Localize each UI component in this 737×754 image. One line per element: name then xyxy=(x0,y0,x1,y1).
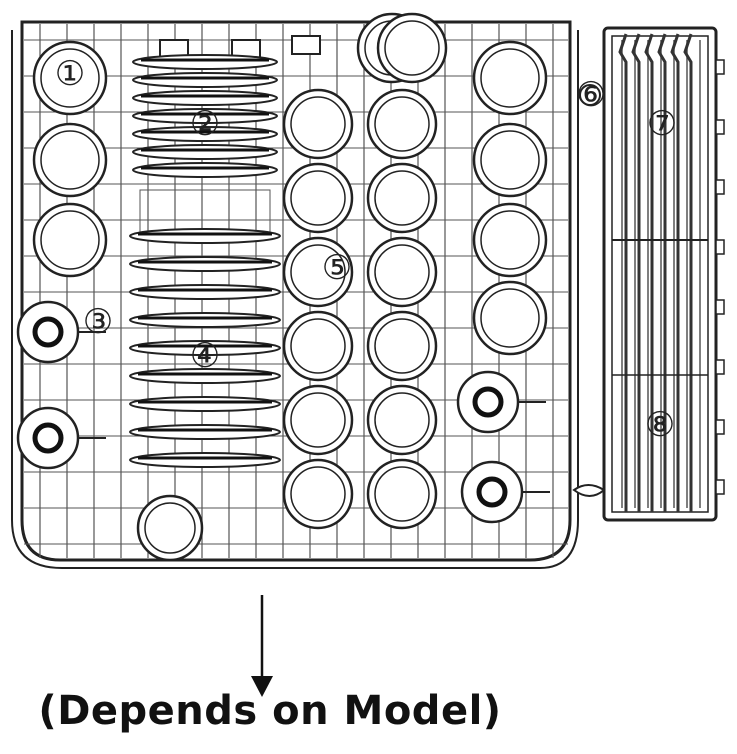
bowl-inner xyxy=(290,392,346,448)
cup xyxy=(32,202,108,278)
rack-clip xyxy=(291,35,321,55)
large-plate xyxy=(129,312,281,328)
lower-rack xyxy=(11,12,579,569)
label-4-large-plates: ④ xyxy=(189,336,221,376)
cutlery-piece xyxy=(631,33,641,512)
bowl xyxy=(366,88,438,160)
rack-frame xyxy=(20,20,572,562)
cutlery-piece xyxy=(618,33,628,512)
large-plate xyxy=(129,228,281,244)
cup-inner xyxy=(144,502,196,554)
label-5-bowls: ⑤ xyxy=(321,248,353,288)
cup xyxy=(32,40,108,116)
bowl xyxy=(366,236,438,308)
label-6-basket-handle: ⑥ xyxy=(575,75,607,115)
cup-inner xyxy=(480,130,540,190)
cup xyxy=(472,202,548,278)
mug-opening xyxy=(476,476,508,508)
cutlery-piece xyxy=(644,33,654,512)
cup-inner xyxy=(40,130,100,190)
label-7-cutlery-top: ⑦ xyxy=(646,104,678,144)
bowl-inner xyxy=(290,96,346,152)
bowl xyxy=(366,162,438,234)
mug-opening xyxy=(32,422,64,454)
bowl xyxy=(282,310,354,382)
large-plate xyxy=(129,256,281,272)
bowl xyxy=(282,88,354,160)
cutlery-piece xyxy=(657,33,667,512)
bowl-inner xyxy=(374,96,430,152)
cup xyxy=(472,122,548,198)
plate xyxy=(132,54,278,70)
label-2-plates: ② xyxy=(189,104,221,144)
basket-tab xyxy=(715,479,725,495)
cup-inner xyxy=(480,48,540,108)
label-1-cups-glasses: ① xyxy=(54,54,86,94)
basket-tab xyxy=(715,359,725,375)
basket-tab xyxy=(715,239,725,255)
bowl-inner xyxy=(290,244,346,300)
mug-opening xyxy=(472,386,504,418)
basket-handle xyxy=(579,84,601,106)
basket-tab xyxy=(715,119,725,135)
large-plate xyxy=(129,284,281,300)
basket-tab xyxy=(715,419,725,435)
basket-foot xyxy=(572,484,606,497)
large-plate xyxy=(129,424,281,440)
basket-inner xyxy=(611,35,709,513)
label-8-cutlery-bottom: ⑧ xyxy=(644,405,676,445)
cup-inner xyxy=(40,48,100,108)
mug-opening xyxy=(32,316,64,348)
bowl xyxy=(376,12,448,84)
bowl xyxy=(282,384,354,456)
model-note-caption: (Depends on Model) xyxy=(38,688,502,734)
large-plate xyxy=(129,452,281,468)
cup-inner xyxy=(40,210,100,270)
basket-tab xyxy=(715,59,725,75)
rack-outer-frame xyxy=(11,30,579,569)
bowl-inner xyxy=(374,170,430,226)
plate xyxy=(132,72,278,88)
bowl xyxy=(366,458,438,530)
cup xyxy=(472,40,548,116)
label-3-small-items: ③ xyxy=(82,302,114,342)
bowl-inner xyxy=(384,20,440,76)
bowl-inner xyxy=(374,318,430,374)
bowl-inner xyxy=(290,466,346,522)
basket-tab xyxy=(715,299,725,315)
cutlery-piece xyxy=(683,33,693,512)
basket-tab xyxy=(715,179,725,195)
cup xyxy=(32,122,108,198)
cutlery-piece xyxy=(670,33,680,512)
bowl-inner xyxy=(374,466,430,522)
bowl-inner xyxy=(374,244,430,300)
bowl-inner xyxy=(374,392,430,448)
bowl-inner xyxy=(290,318,346,374)
bowl xyxy=(282,236,354,308)
bowl xyxy=(282,458,354,530)
cup xyxy=(136,494,204,562)
plate xyxy=(132,90,278,106)
cup-inner xyxy=(480,288,540,348)
large-plate xyxy=(129,396,281,412)
cutlery-basket xyxy=(572,26,725,522)
cup xyxy=(472,280,548,356)
bowl-inner xyxy=(290,170,346,226)
cup-inner xyxy=(480,210,540,270)
basket-frame xyxy=(602,26,718,522)
plate xyxy=(132,162,278,178)
bowl xyxy=(282,162,354,234)
direction-arrow xyxy=(251,595,273,697)
bowl xyxy=(366,384,438,456)
plate xyxy=(132,144,278,160)
bowl xyxy=(366,310,438,382)
